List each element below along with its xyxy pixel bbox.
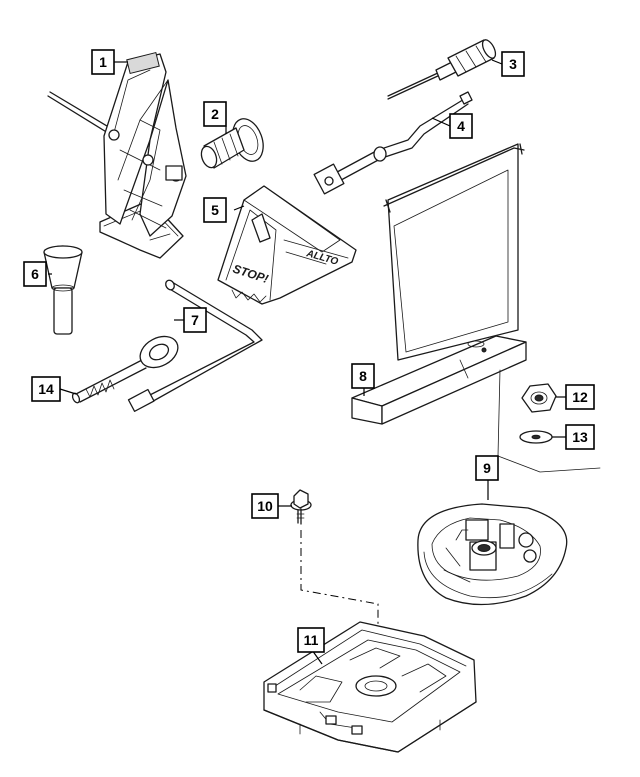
callout-7: 7 [183, 307, 207, 333]
callout-3-label: 3 [509, 56, 517, 72]
callout-10: 10 [251, 493, 279, 519]
callout-13-label: 13 [572, 429, 588, 445]
leader-14 [59, 388, 77, 395]
callout-14-label: 14 [38, 381, 54, 397]
callout-2-label: 2 [211, 106, 219, 122]
callout-5: 5 [203, 197, 227, 223]
eye-bolt [71, 335, 179, 404]
lug-wrench [127, 279, 263, 412]
retainer-bolt [290, 489, 312, 525]
washer [519, 430, 553, 444]
wheel-chock: STOP! ALLTO [217, 185, 357, 305]
leader-5 [233, 205, 245, 211]
callout-11: 11 [297, 627, 325, 653]
callout-6: 6 [23, 261, 47, 287]
leader-3 [491, 59, 503, 65]
wheel-lock-key [200, 118, 264, 169]
tool-storage-tray [263, 621, 477, 753]
callout-1: 1 [91, 49, 115, 75]
callout-8: 8 [351, 363, 375, 389]
callout-9: 9 [475, 455, 499, 481]
callout-3: 3 [501, 51, 525, 77]
callout-7-label: 7 [191, 312, 199, 328]
leader-4 [431, 117, 451, 127]
callout-12: 12 [565, 384, 595, 410]
callout-6-label: 6 [31, 266, 39, 282]
hex-nut [521, 383, 557, 413]
tow-hook-handle [313, 91, 473, 195]
callout-12-label: 12 [572, 389, 588, 405]
spare-tire-foam-insert [417, 503, 568, 606]
screwdriver [387, 39, 497, 100]
callout-8-label: 8 [359, 368, 367, 384]
scissor-jack [47, 51, 187, 259]
callout-10-label: 10 [257, 498, 273, 514]
handle-knob [43, 245, 83, 335]
callout-4: 4 [449, 113, 473, 139]
callout-9-label: 9 [483, 460, 491, 476]
callout-13: 13 [565, 424, 595, 450]
callout-5-label: 5 [211, 202, 219, 218]
callout-14: 14 [31, 376, 61, 402]
callout-11-label: 11 [304, 632, 319, 648]
tool-bag [351, 143, 527, 425]
callout-2: 2 [203, 101, 227, 127]
callout-4-label: 4 [457, 118, 465, 134]
callout-1-label: 1 [99, 54, 107, 70]
